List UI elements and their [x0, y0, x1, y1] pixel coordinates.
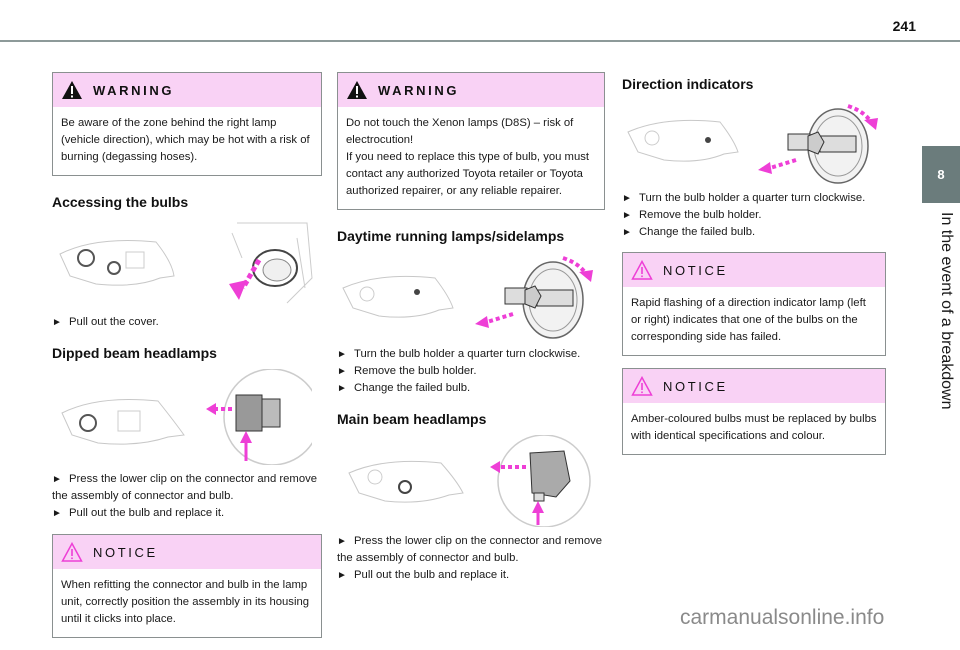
bullet-arrow-icon: ► — [622, 227, 632, 238]
warning-text-line: Do not touch the Xenon lamps (D8S) – ris… — [346, 117, 574, 146]
column-2: WARNING Do not touch the Xenon lamps (D8… — [337, 72, 605, 584]
headlamp-rear-illustration — [627, 119, 739, 162]
bullet-arrow-icon: ► — [52, 508, 62, 519]
notice-box-amber-bulbs: NOTICE Amber-coloured bulbs must be repl… — [622, 368, 886, 455]
warning-box-hot-zone: WARNING Be aware of the zone behind the … — [52, 72, 322, 176]
step-pull-bulb: ►Pull out the bulb and replace it. — [52, 505, 322, 522]
figure-main-beam — [337, 435, 605, 527]
warning-triangle-outline-icon — [631, 376, 653, 396]
step-change-bulb: ►Change the failed bulb. — [337, 380, 605, 397]
step-press-clip: ►Press the lower clip on the connector a… — [52, 473, 318, 502]
step-turn-holder: ►Turn the bulb holder a quarter turn clo… — [622, 190, 886, 207]
step-remove-holder: ►Remove the bulb holder. — [622, 207, 886, 224]
headlamp-rear-illustration — [348, 460, 464, 503]
warning-text: Do not touch the Xenon lamps (D8S) – ris… — [338, 107, 604, 209]
warning-triangle-outline-icon — [61, 542, 83, 562]
heading-daytime-lamps: Daytime running lamps/sidelamps — [337, 228, 565, 244]
notice-text: Rapid flashing of a direction indicator … — [631, 297, 866, 343]
figure-direction-indicators — [622, 100, 886, 184]
warning-header: WARNING — [338, 73, 604, 107]
watermark[interactable]: carmanualsonline.info — [680, 606, 885, 629]
notice-text: When refitting the connector and bulb in… — [61, 579, 310, 625]
step-change-bulb: ►Change the failed bulb. — [622, 224, 886, 241]
notice-label: NOTICE — [93, 544, 158, 560]
connector-removal-illustration — [206, 369, 312, 465]
bullet-arrow-icon: ► — [337, 383, 347, 394]
step-pull-cover: ►Pull out the cover. — [52, 314, 322, 331]
warning-triangle-filled-icon — [347, 81, 367, 99]
heading-accessing-bulbs: Accessing the bulbs — [52, 194, 189, 210]
notice-header: NOTICE — [623, 253, 885, 287]
heading-direction-indicators: Direction indicators — [622, 76, 754, 92]
figure-accessing-bulbs — [52, 218, 322, 308]
step-remove-holder: ►Remove the bulb holder. — [337, 363, 605, 380]
heading-main-beam: Main beam headlamps — [337, 411, 487, 427]
header-rule — [0, 40, 960, 42]
figure-dipped-beam — [52, 369, 322, 465]
bullet-arrow-icon: ► — [52, 317, 62, 328]
headlamp-rear-illustration — [61, 399, 185, 445]
warning-text: Be aware of the zone behind the right la… — [61, 117, 310, 163]
notice-box-rapid-flashing: NOTICE Rapid flashing of a direction ind… — [622, 252, 886, 356]
column-3: Direction indicators ►Turn the bulb hold… — [622, 72, 886, 467]
chapter-title: In the event of a breakdown — [938, 212, 955, 410]
step-press-clip: ►Press the lower clip on the connector a… — [337, 535, 603, 564]
warning-text-line: If you need to replace this type of bulb… — [346, 151, 590, 197]
chapter-tab[interactable]: 8 — [922, 146, 960, 203]
connector-removal-illustration — [490, 435, 591, 527]
notice-label: NOTICE — [663, 262, 728, 278]
bullet-arrow-icon: ► — [52, 474, 62, 485]
figure-daytime-lamps — [337, 252, 605, 340]
warning-box-xenon: WARNING Do not touch the Xenon lamps (D8… — [337, 72, 605, 210]
step-pull-bulb: ►Pull out the bulb and replace it. — [337, 567, 605, 584]
bulb-holder-rotation-illustration — [758, 104, 878, 184]
notice-label: NOTICE — [663, 378, 728, 394]
warning-triangle-filled-icon — [62, 81, 82, 99]
bullet-arrow-icon: ► — [337, 536, 347, 547]
warning-triangle-outline-icon — [631, 260, 653, 280]
bullet-arrow-icon: ► — [337, 366, 347, 377]
notice-header: NOTICE — [53, 535, 321, 569]
column-1: WARNING Be aware of the zone behind the … — [52, 72, 322, 650]
notice-header: NOTICE — [623, 369, 885, 403]
heading-dipped-beam: Dipped beam headlamps — [52, 345, 217, 361]
warning-label: WARNING — [93, 82, 175, 98]
bullet-arrow-icon: ► — [622, 193, 632, 204]
cover-removal-illustration — [229, 222, 313, 304]
bullet-arrow-icon: ► — [622, 210, 632, 221]
notice-box-refitting: NOTICE When refitting the connector and … — [52, 534, 322, 638]
headlamp-rear-illustration — [59, 240, 175, 286]
bullet-arrow-icon: ► — [337, 570, 347, 581]
notice-text: Amber-coloured bulbs must be replaced by… — [631, 413, 877, 442]
headlamp-rear-illustration — [342, 275, 454, 318]
step-turn-holder: ►Turn the bulb holder a quarter turn clo… — [337, 346, 605, 363]
warning-header: WARNING — [53, 73, 321, 107]
warning-label: WARNING — [378, 82, 460, 98]
bullet-arrow-icon: ► — [337, 349, 347, 360]
bulb-holder-rotation-illustration — [475, 256, 593, 339]
page-number: 241 — [892, 18, 916, 34]
